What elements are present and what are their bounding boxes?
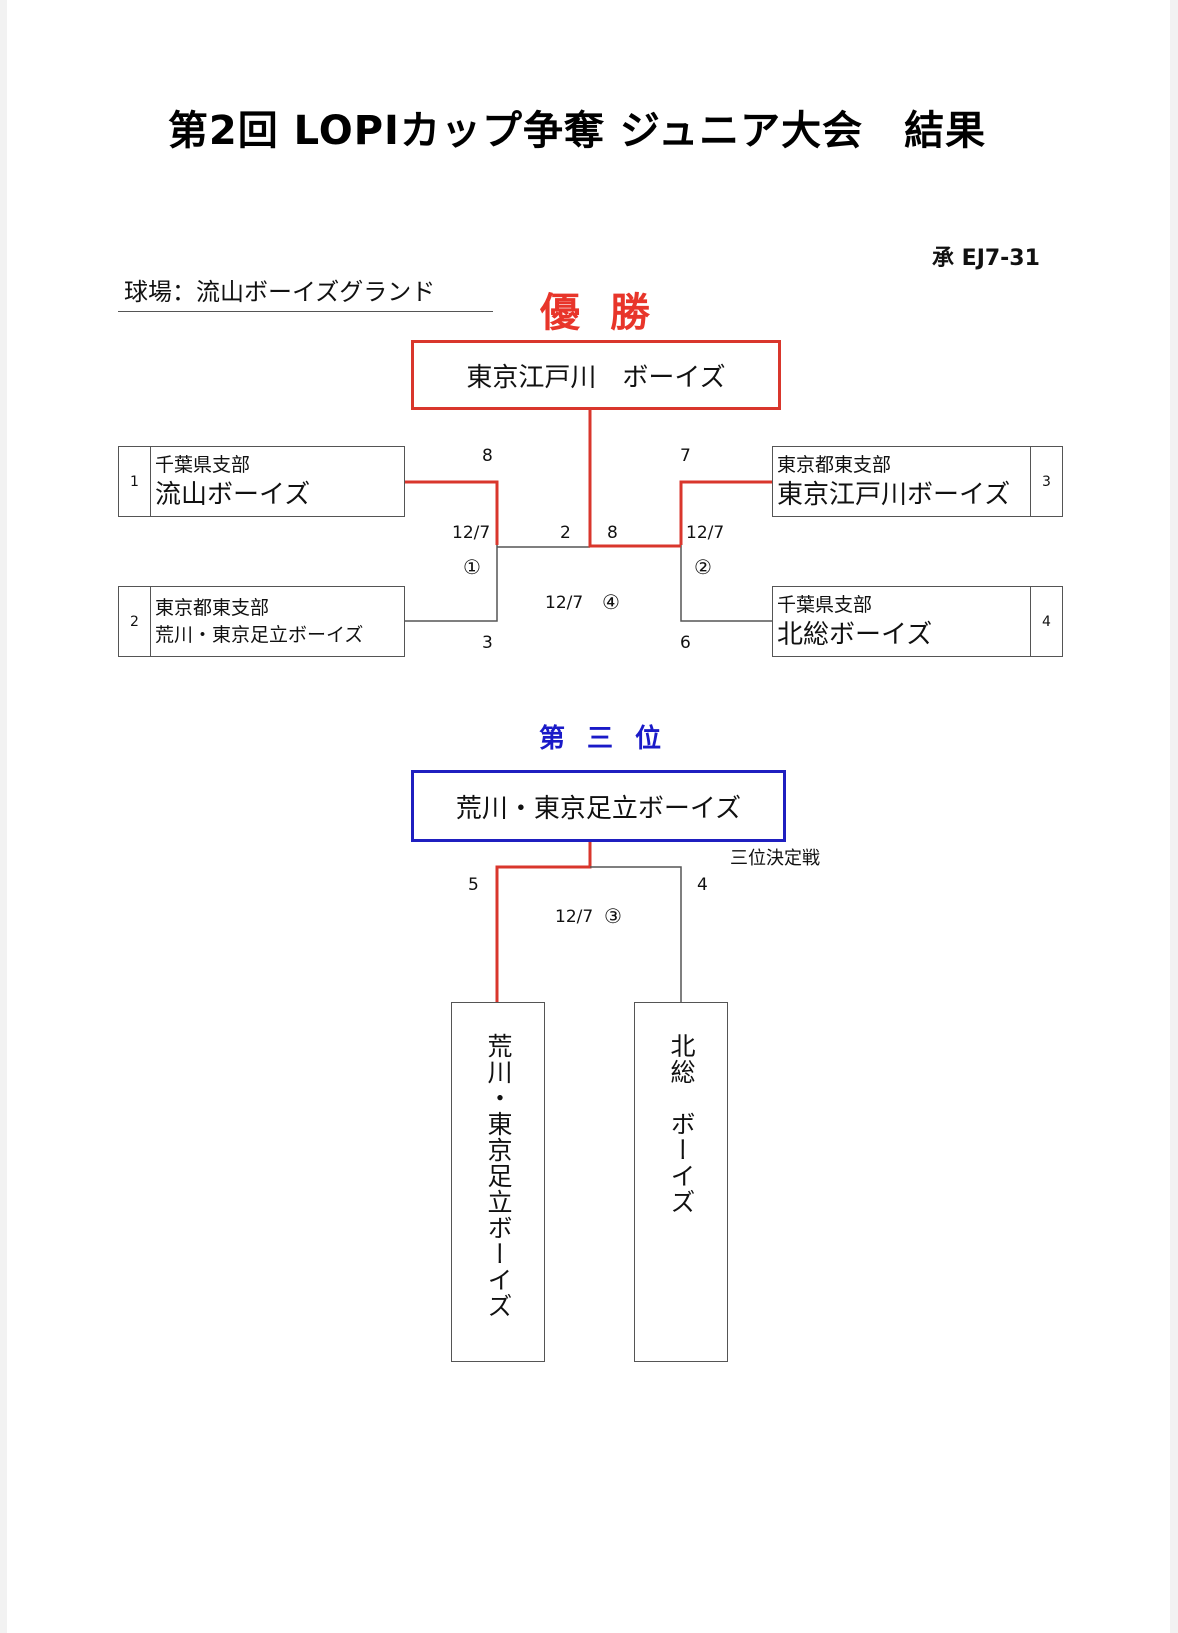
team-seed: 1 bbox=[119, 447, 151, 516]
third-right-team-box: 北総 ボーイズ bbox=[634, 1002, 728, 1362]
final-date: 12/7 bbox=[545, 593, 584, 613]
line-final-right bbox=[588, 410, 681, 548]
team-box-3: 東京都東支部 東京江戸川ボーイズ 3 bbox=[772, 446, 1063, 517]
document-title: 第2回 LOPIカップ争奪 ジュニア大会 結果 bbox=[167, 108, 987, 154]
third-id: ③ bbox=[604, 904, 622, 928]
match1-date: 12/7 bbox=[452, 523, 491, 543]
third-left-score: 5 bbox=[468, 875, 479, 895]
champion-team: 東京江戸川 ボーイズ bbox=[466, 362, 726, 393]
team-branch: 千葉県支部 bbox=[777, 593, 873, 616]
line-team3-to-match2 bbox=[679, 480, 773, 545]
third-date: 12/7 bbox=[555, 907, 594, 927]
third-left-team: 荒川・東京足立ボーイズ bbox=[484, 1033, 513, 1319]
line-third-right bbox=[590, 866, 682, 1003]
team-seed: 3 bbox=[1030, 447, 1062, 516]
third-right-team: 北総 ボーイズ bbox=[667, 1033, 696, 1215]
line-team1-to-match1 bbox=[404, 480, 499, 545]
page: 第2回 LOPIカップ争奪 ジュニア大会 結果 承 EJ7-31 球場：流山ボー… bbox=[7, 0, 1170, 1633]
match1-bottom-score: 3 bbox=[482, 633, 493, 653]
match2-id: ② bbox=[694, 555, 712, 579]
team-box-4: 千葉県支部 北総ボーイズ 4 bbox=[772, 586, 1063, 657]
line-team4-to-match2 bbox=[680, 545, 773, 622]
bracket-lines bbox=[404, 410, 773, 1003]
team-branch: 東京都東支部 bbox=[777, 453, 892, 476]
team-name: 流山ボーイズ bbox=[155, 479, 311, 510]
champion-label: 優勝 bbox=[540, 290, 680, 336]
team-box-2: 2 東京都東支部 荒川・東京足立ボーイズ bbox=[118, 586, 405, 657]
team-seed: 4 bbox=[1030, 587, 1062, 656]
match2-date: 12/7 bbox=[686, 523, 725, 543]
third-left-team-box: 荒川・東京足立ボーイズ bbox=[451, 1002, 545, 1362]
final-left-score: 2 bbox=[560, 523, 571, 543]
team-name: 東京江戸川ボーイズ bbox=[777, 479, 1011, 510]
team-name: 荒川・東京足立ボーイズ bbox=[155, 623, 364, 646]
final-id: ④ bbox=[602, 590, 620, 614]
champion-box: 東京江戸川 ボーイズ bbox=[411, 340, 781, 410]
match2-bottom-score: 6 bbox=[680, 633, 691, 653]
third-place-box: 荒川・東京足立ボーイズ bbox=[411, 770, 786, 842]
team-name: 北総ボーイズ bbox=[777, 619, 933, 650]
final-right-score: 8 bbox=[607, 523, 618, 543]
match1-id: ① bbox=[463, 555, 481, 579]
match2-top-score: 7 bbox=[680, 446, 691, 466]
reference-code: 承 EJ7-31 bbox=[932, 246, 1040, 271]
third-place-match-label: 三位決定戦 bbox=[730, 848, 820, 869]
team-seed: 2 bbox=[119, 587, 151, 656]
match1-top-score: 8 bbox=[482, 446, 493, 466]
team-branch: 東京都東支部 bbox=[155, 596, 270, 619]
team-branch: 千葉県支部 bbox=[155, 453, 251, 476]
line-third-left bbox=[495, 842, 592, 1003]
third-place-label: 第三位 bbox=[539, 724, 684, 754]
team-box-1: 1 千葉県支部 流山ボーイズ bbox=[118, 446, 405, 517]
line-team2-to-match1 bbox=[404, 545, 498, 622]
third-place-team: 荒川・東京足立ボーイズ bbox=[455, 793, 742, 824]
venue-label: 球場：流山ボーイズグランド bbox=[118, 272, 494, 312]
third-right-score: 4 bbox=[697, 875, 708, 895]
